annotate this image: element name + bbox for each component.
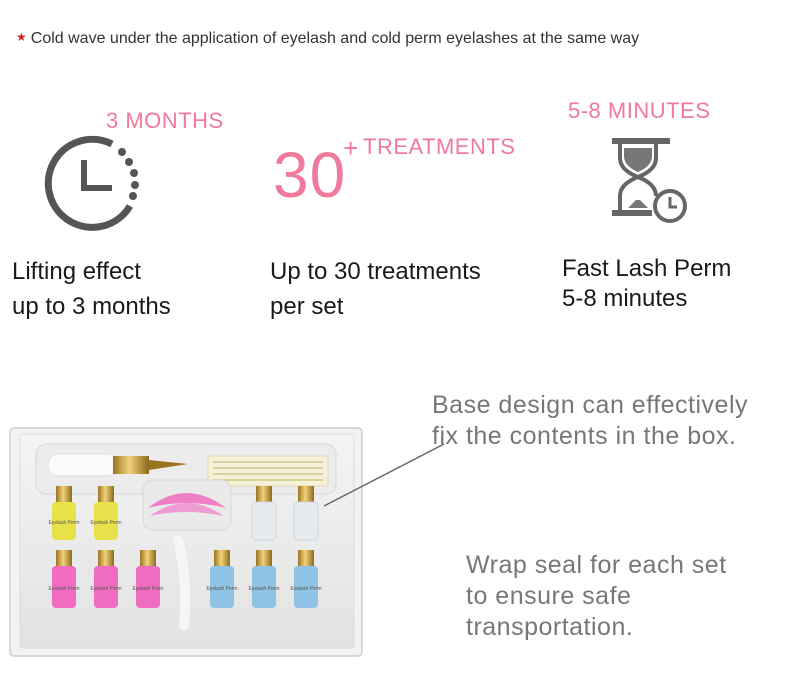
feature-1-text: Lifting effect up to 3 months (12, 254, 171, 324)
feature-1-highlight: 3 MONTHS (106, 108, 224, 133)
base-note-line1: Base design can effectively (432, 391, 749, 419)
yellow-bottles (52, 486, 118, 540)
bottle-label: Eyelash Perm (206, 586, 237, 592)
bottle-label: Eyelash Perm (48, 520, 79, 526)
callout-line (323, 443, 445, 507)
base-note-line2: fix the contents in the box. (432, 422, 737, 450)
feature-2-text: Up to 30 treatments per set (270, 254, 481, 324)
feature-2-number: 30 (273, 139, 347, 211)
bottle-label: Eyelash Perm (132, 586, 163, 592)
bottle-label: Eyelash Perm (90, 586, 121, 592)
star-icon: ★ (16, 30, 27, 44)
hourglass-clock-icon (612, 138, 687, 223)
wrap-note-line3: transportation. (466, 613, 634, 641)
header-text: Cold wave under the application of eyela… (30, 30, 640, 47)
wrap-seal-note: Wrap seal for each set to ensure safe tr… (466, 550, 727, 643)
feature-2-highlight: TREATMENTS (363, 134, 516, 159)
clock-dotted-icon (44, 135, 139, 231)
bottle-label: Eyelash Perm (248, 586, 279, 592)
feature-2-line2: per set (270, 293, 344, 320)
feature-2-plus: + (343, 133, 359, 163)
product-box-image: Eyelash Perm Eyelash Perm Eyelash Perm E… (9, 427, 363, 657)
bottle-label: Eyelash Perm (48, 586, 79, 592)
feature-1-line2: up to 3 months (12, 293, 171, 320)
feature-3-text: Fast Lash Perm 5-8 minutes (562, 254, 731, 314)
feature-1-line1: Lifting effect (12, 258, 141, 285)
wrap-note-line1: Wrap seal for each set (466, 551, 727, 579)
base-design-note: Base design can effectively fix the cont… (432, 390, 748, 452)
header-caption: ★Cold wave under the application of eyel… (16, 30, 639, 48)
bottle-label: Eyelash Perm (290, 586, 321, 592)
feature-3-highlight: 5-8 MINUTES (568, 98, 711, 123)
wrap-note-line2: to ensure safe (466, 582, 632, 610)
bottle-label: Eyelash Perm (90, 520, 121, 526)
feature-2-line1: Up to 30 treatments (270, 258, 481, 285)
feature-3-line1: Fast Lash Perm (562, 255, 732, 282)
feature-3-line2: 5-8 minutes (562, 285, 688, 312)
